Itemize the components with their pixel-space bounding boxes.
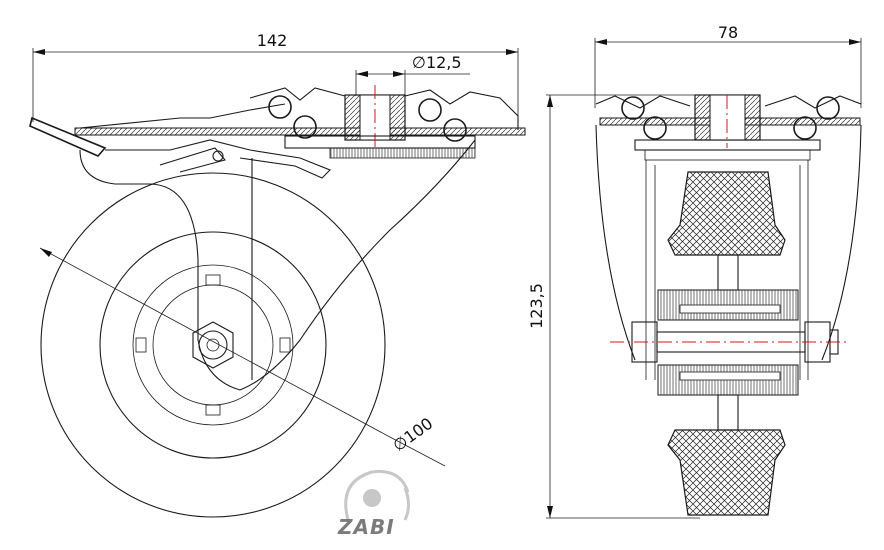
wheel-front <box>657 171 799 516</box>
side-width-label: 142 <box>257 31 288 50</box>
brake-lever <box>29 116 331 185</box>
mounting-plate-front <box>595 94 862 161</box>
front-view: 78 123,5 <box>527 23 862 519</box>
mounting-plate-side <box>74 85 526 159</box>
dimension-front-width: 78 <box>594 23 862 108</box>
dimension-bore-diameter: ∅12,5 <box>355 53 470 96</box>
fork-side <box>149 139 476 391</box>
bore-diameter-label: ∅12,5 <box>412 53 462 72</box>
dimension-total-height: 123,5 <box>527 94 700 519</box>
axle-front <box>610 321 850 363</box>
wheel-side <box>40 172 386 518</box>
total-height-label: 123,5 <box>527 283 546 329</box>
dimension-side-width: 142 <box>32 31 519 122</box>
side-view: 142 ∅12,5 <box>29 31 526 518</box>
zabi-logo-watermark: ZABI <box>337 469 410 539</box>
svg-text:ZABI: ZABI <box>337 515 395 539</box>
front-width-label: 78 <box>718 23 738 42</box>
